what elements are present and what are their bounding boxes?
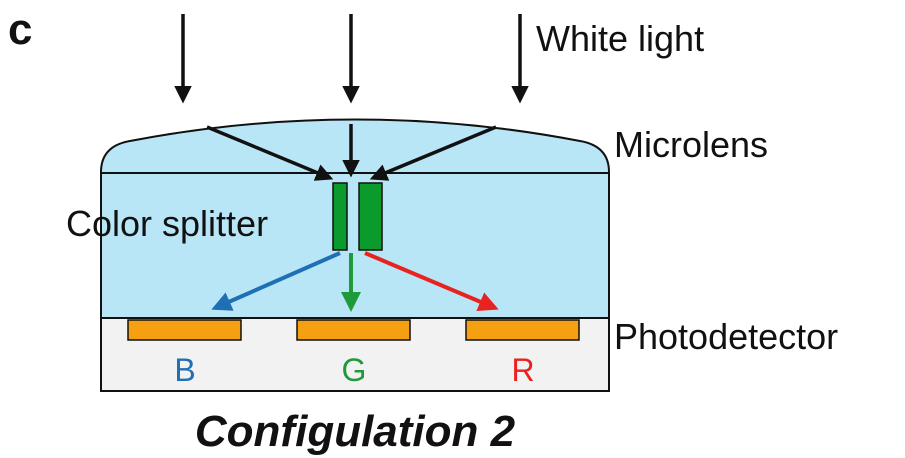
- photodetector-blue: [127, 319, 242, 341]
- channel-label-r: R: [511, 352, 534, 388]
- blue-beam-arrow: [211, 251, 341, 311]
- photodetector-label: Photodetector: [614, 316, 838, 357]
- color-splitter-right: [358, 182, 383, 251]
- configuration-caption: Configulation 2: [195, 407, 516, 456]
- channel-label-b: B: [174, 352, 195, 388]
- panel-label: c: [8, 5, 32, 54]
- red-beam-arrow: [364, 251, 499, 311]
- photodetector-red: [465, 319, 580, 341]
- channel-label-g: G: [342, 352, 367, 388]
- focus-arrow-left: [206, 125, 334, 181]
- white-light-label: White light: [536, 18, 704, 59]
- color-splitter-left: [332, 182, 348, 251]
- focus-arrow-right: [369, 125, 497, 181]
- photodetector-green: [296, 319, 411, 341]
- color-splitter-label: Color splitter: [66, 203, 268, 244]
- microlens: [100, 118, 610, 319]
- microlens-label: Microlens: [614, 124, 768, 165]
